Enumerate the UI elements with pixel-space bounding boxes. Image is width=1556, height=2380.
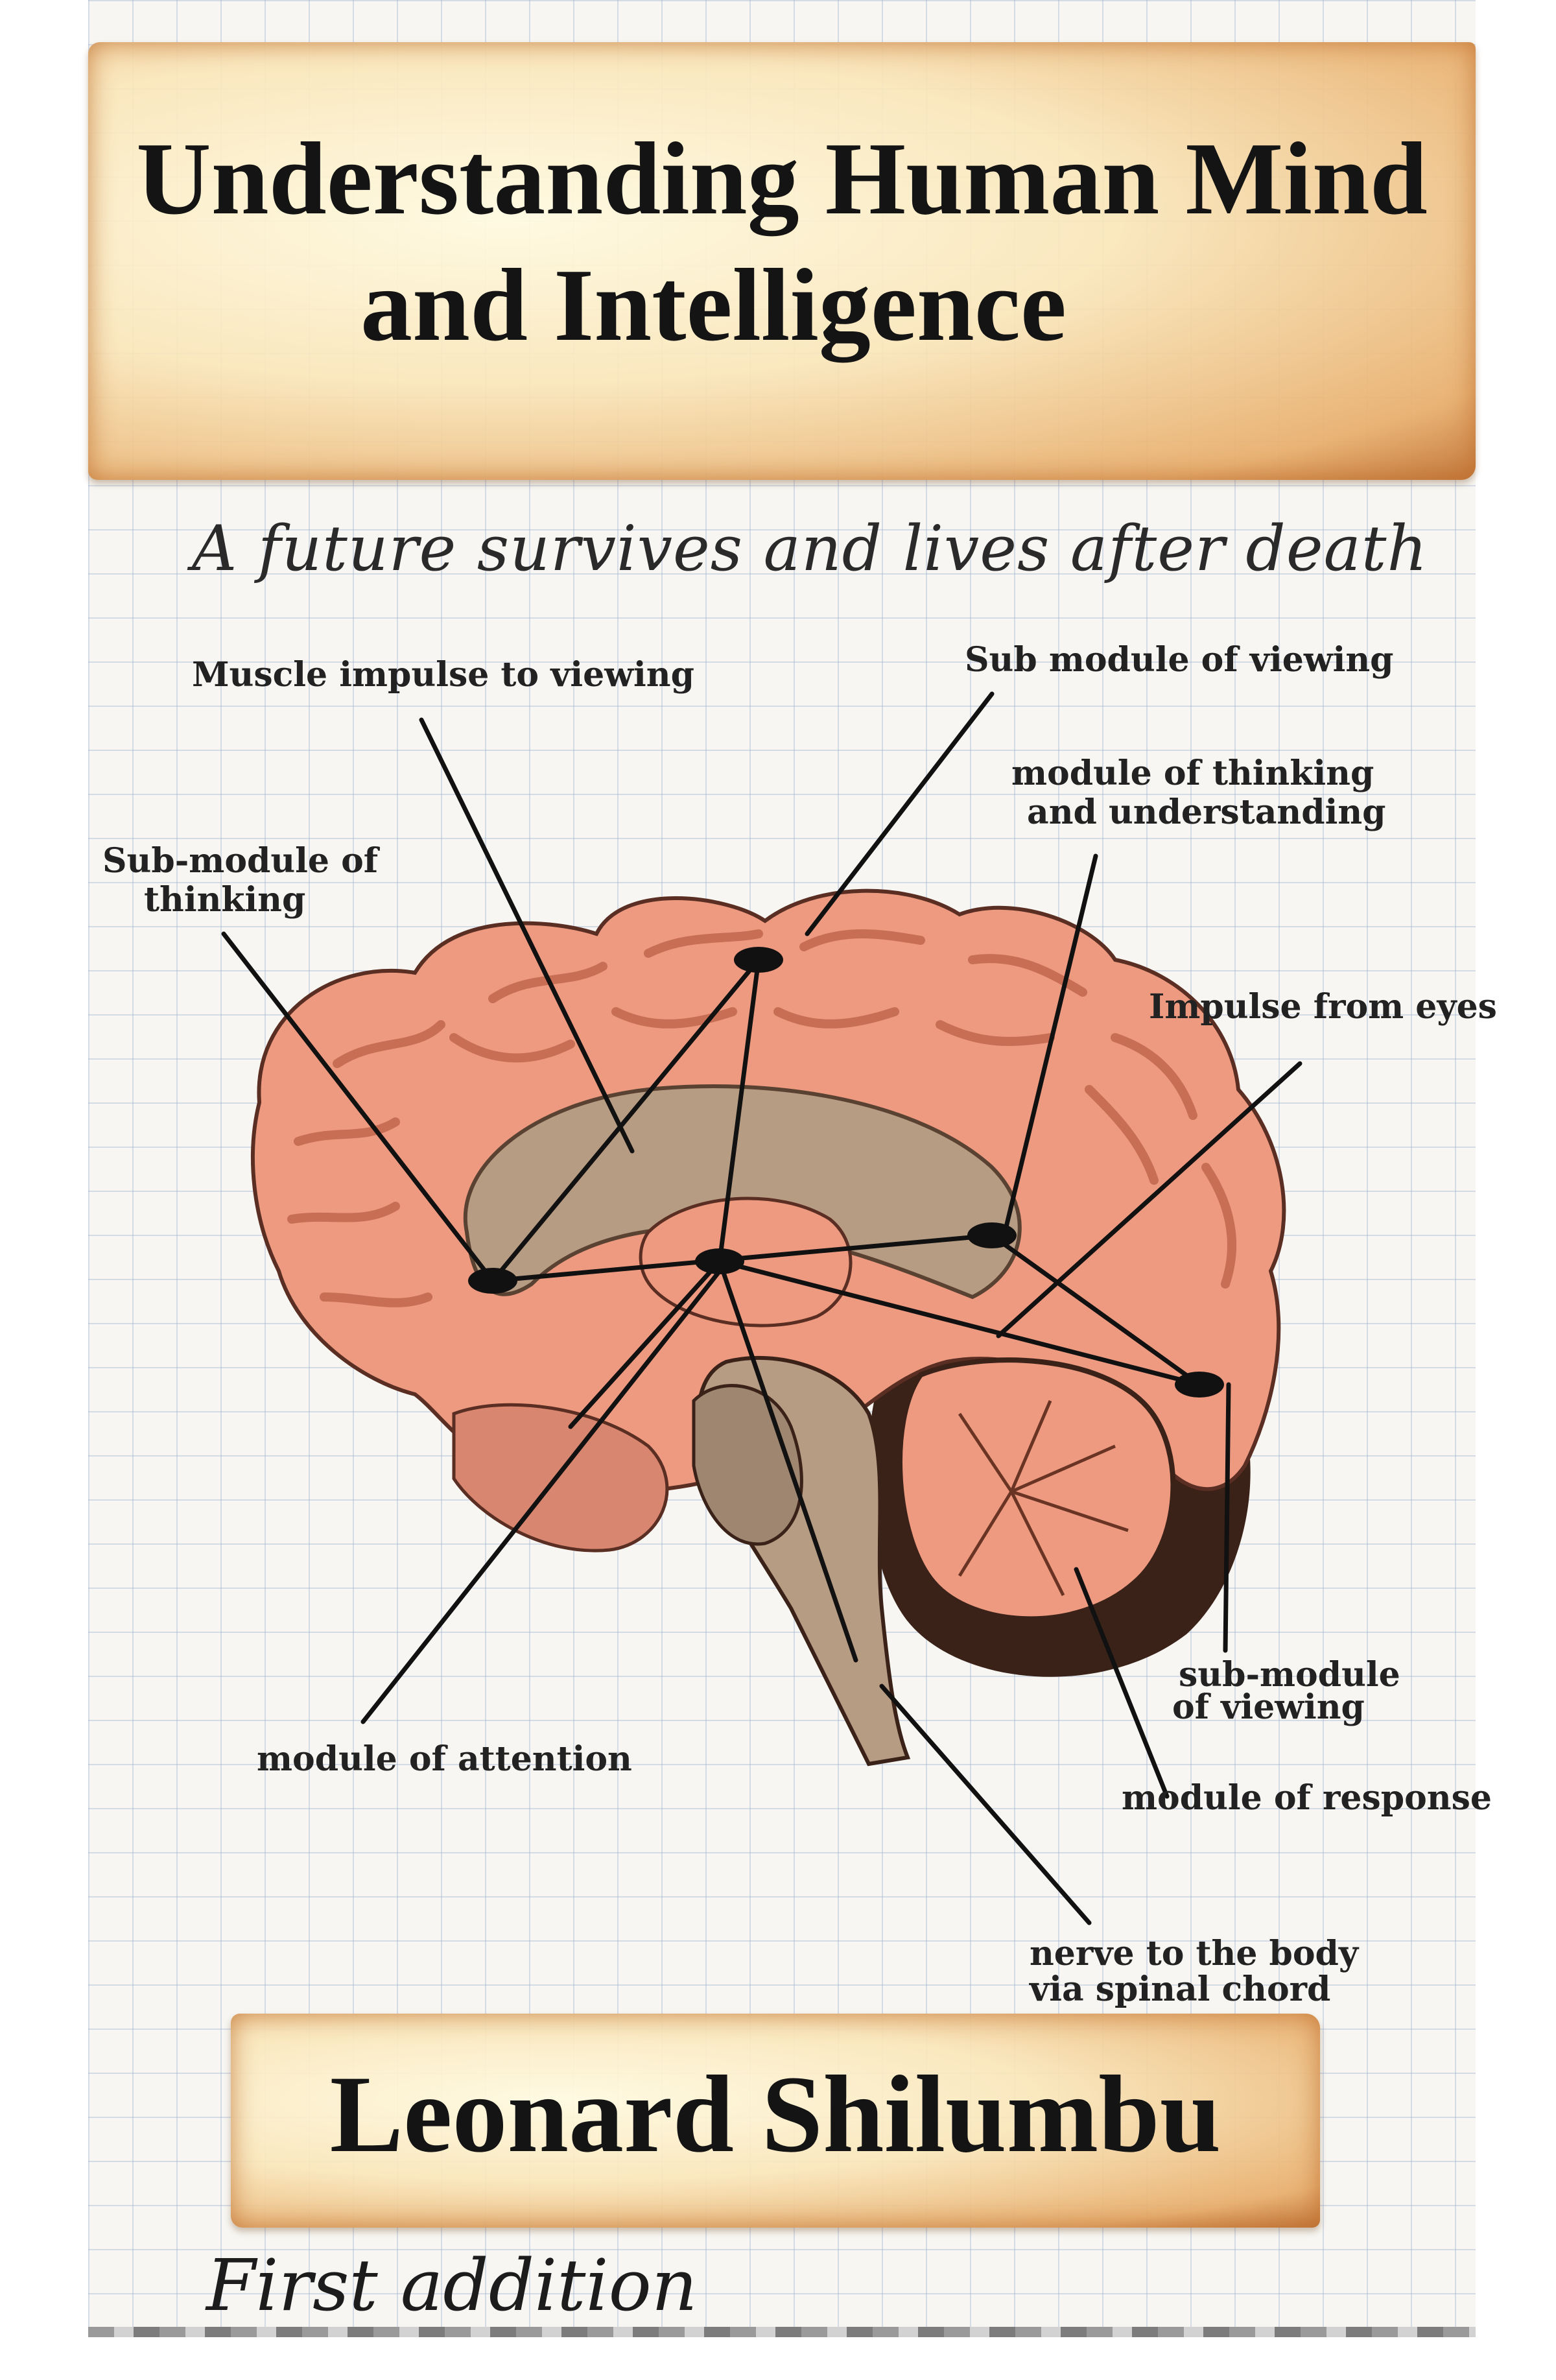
label-nerve-line1: nerve to the body	[1030, 1934, 1360, 1973]
connector-lines	[221, 691, 1303, 1925]
edition-note: First addition	[206, 2244, 698, 2327]
temporal-region	[452, 1403, 669, 1553]
label-impulse-from-eyes: Impulse from eyes	[1149, 987, 1497, 1027]
gyri-lines	[287, 929, 1236, 1307]
title-banner: Understanding Human Mind and Intelligenc…	[88, 42, 1476, 480]
label-sub-module-thinking-line2: thinking	[144, 880, 305, 920]
label-module-attention: module of attention	[257, 1739, 632, 1779]
diagram-labels: Muscle impulse to viewing Sub module of …	[102, 640, 1497, 2009]
label-nerve-line2: via spinal chord	[1029, 1969, 1330, 2009]
label-sub-module-viewing-bottom-line1: sub-module	[1179, 1655, 1400, 1695]
label-sub-module-thinking-line1: Sub-module of	[102, 841, 381, 881]
title-line-2: and Intelligence	[360, 247, 1067, 363]
label-muscle-impulse: Muscle impulse to viewing	[192, 655, 694, 695]
label-sub-module-viewing-top: Sub module of viewing	[965, 640, 1394, 680]
cerebellum	[897, 1357, 1176, 1622]
label-module-thinking-line2: and understanding	[1027, 792, 1386, 832]
label-module-thinking-line1: module of thinking	[1011, 754, 1374, 793]
label-sub-module-viewing-bottom-line2: of viewing	[1172, 1687, 1365, 1727]
brain-illustration	[251, 888, 1286, 1767]
title-line-1: Understanding Human Mind	[136, 121, 1428, 236]
cerebellum-branches	[958, 1400, 1129, 1597]
subtitle: A future survives and lives after death	[192, 512, 1428, 585]
connection-nodes	[468, 947, 1224, 1398]
label-module-response: module of response	[1122, 1778, 1492, 1818]
author-name: Leonard Shilumbu	[329, 2053, 1221, 2175]
author-banner: Leonard Shilumbu	[231, 2014, 1320, 2228]
cover-torn-edge	[88, 2327, 1476, 2337]
